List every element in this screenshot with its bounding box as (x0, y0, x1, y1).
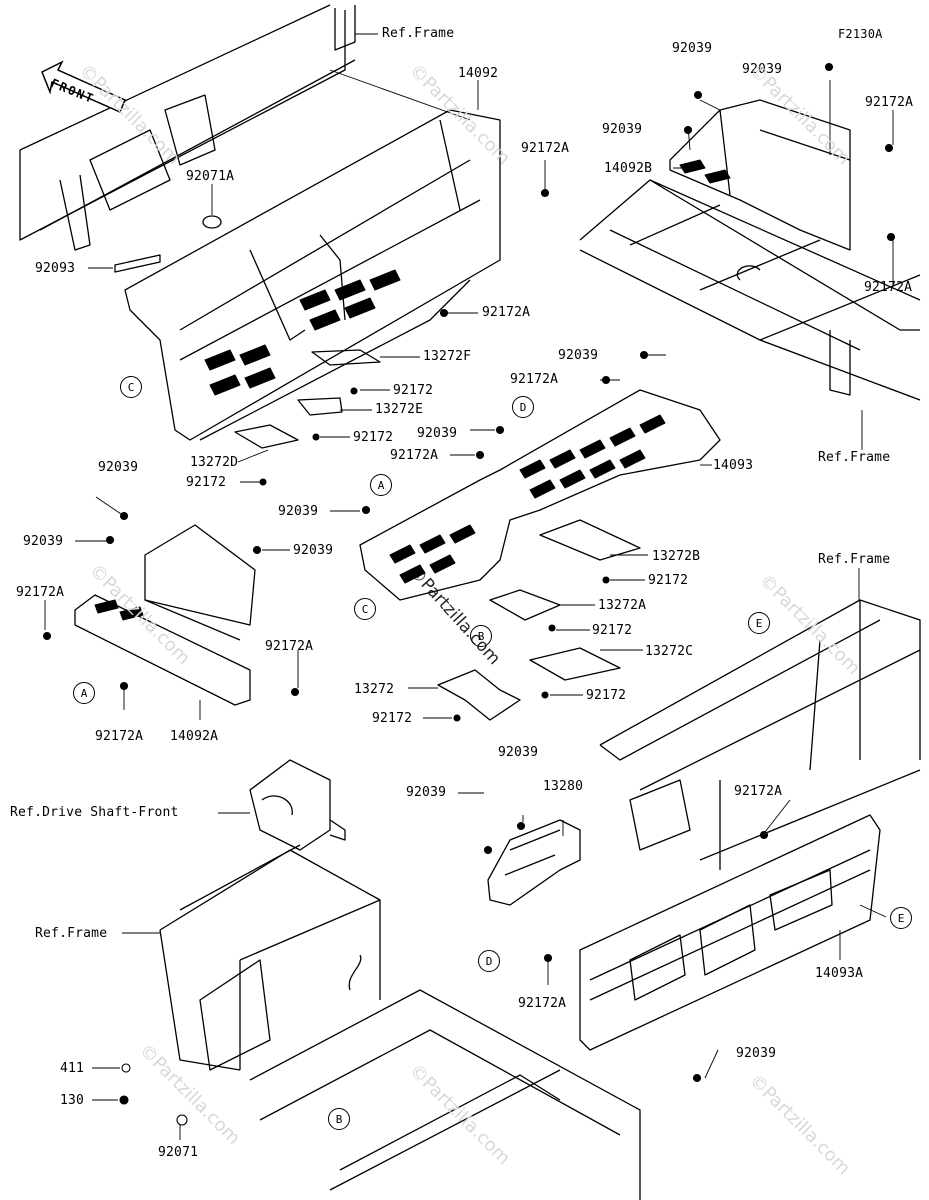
callout-e-rear[interactable]: E (890, 907, 912, 929)
label-92172A-7[interactable]: 92172A (16, 585, 65, 600)
label-92039-left-2[interactable]: 92039 (23, 534, 64, 549)
rear-panel-14093A (579, 814, 881, 1051)
callout-b-center[interactable]: B (470, 625, 492, 647)
label-92172A-10[interactable]: 92172A (734, 784, 783, 799)
label-13272D[interactable]: 13272D (190, 455, 239, 470)
front-floor-panel-14092 (114, 109, 501, 441)
label-92172A-2[interactable]: 92172A (482, 305, 531, 320)
label-92172A-3[interactable]: 92172A (865, 95, 914, 110)
label-92039-center-1[interactable]: 92039 (558, 348, 599, 363)
side-panel-14092A (74, 524, 256, 706)
diagram-id: F2130A (838, 27, 883, 41)
label-ref-frame-lower[interactable]: Ref.Frame (35, 926, 108, 941)
label-13272C[interactable]: 13272C (645, 644, 694, 659)
label-14092A[interactable]: 14092A (170, 729, 219, 744)
label-92172-4[interactable]: 92172 (648, 573, 689, 588)
callout-d-top[interactable]: D (512, 396, 534, 418)
center-floor-mat-14093 (359, 389, 721, 601)
label-92172A-1[interactable]: 92172A (521, 141, 570, 156)
cargo-frame-section (599, 599, 921, 870)
label-13272E[interactable]: 13272E (375, 402, 424, 417)
label-14092[interactable]: 14092 (458, 66, 499, 81)
label-92071A[interactable]: 92071A (186, 169, 235, 184)
label-13280[interactable]: 13280 (543, 779, 584, 794)
callout-d-rear[interactable]: D (478, 950, 500, 972)
label-92172A-11[interactable]: 92172A (518, 996, 567, 1011)
front-frame-section (19, 4, 356, 251)
label-13272B[interactable]: 13272B (652, 549, 701, 564)
label-ref-drive-shaft-front[interactable]: Ref.Drive Shaft-Front (10, 805, 179, 820)
label-92172A-8[interactable]: 92172A (265, 639, 314, 654)
label-92172-6[interactable]: 92172 (586, 688, 627, 703)
label-92172A-4[interactable]: 92172A (864, 280, 913, 295)
label-92039-top-right-1[interactable]: 92039 (672, 41, 713, 56)
label-92039-left-3[interactable]: 92039 (293, 543, 334, 558)
bracket-13280 (487, 819, 581, 906)
label-ref-frame-right[interactable]: Ref.Frame (818, 450, 891, 465)
label-92039-rear-3[interactable]: 92039 (736, 1046, 777, 1061)
callout-b-bottom[interactable]: B (328, 1108, 350, 1130)
label-92172A-9[interactable]: 92172A (95, 729, 144, 744)
differential-drive-shaft-front (249, 759, 346, 851)
leader-lines (44, 33, 894, 1140)
label-13272[interactable]: 13272 (354, 682, 395, 697)
label-92172-2[interactable]: 92172 (353, 430, 394, 445)
callout-a-center[interactable]: A (370, 474, 392, 496)
label-92172A-5[interactable]: 92172A (510, 372, 559, 387)
callout-a-left[interactable]: A (73, 682, 95, 704)
label-14093[interactable]: 14093 (713, 458, 754, 473)
label-92172A-6[interactable]: 92172A (390, 448, 439, 463)
label-13272A[interactable]: 13272A (598, 598, 647, 613)
fasteners (42, 62, 896, 1126)
label-92172-7[interactable]: 92172 (372, 711, 413, 726)
callout-e-cargo[interactable]: E (748, 612, 770, 634)
label-92039-center-3[interactable]: 92039 (278, 504, 319, 519)
callout-c-top[interactable]: C (120, 376, 142, 398)
label-92039-center-2[interactable]: 92039 (417, 426, 458, 441)
label-130[interactable]: 130 (60, 1093, 85, 1108)
lower-frame-section (159, 844, 641, 1200)
label-92039-top-right-3[interactable]: 92039 (602, 122, 643, 137)
label-92039-rear-1[interactable]: 92039 (498, 745, 539, 760)
label-411[interactable]: 411 (60, 1061, 85, 1076)
label-14093A[interactable]: 14093A (815, 966, 864, 981)
front-arrow-icon (41, 60, 126, 113)
label-92039-left-1[interactable]: 92039 (98, 460, 139, 475)
label-92039-rear-2[interactable]: 92039 (406, 785, 447, 800)
label-ref-frame-cargo[interactable]: Ref.Frame (818, 552, 891, 567)
plates-13272-def (234, 349, 381, 449)
label-92172-5[interactable]: 92172 (592, 623, 633, 638)
label-14092B[interactable]: 14092B (604, 161, 653, 176)
label-ref-frame-top[interactable]: Ref.Frame (382, 26, 455, 41)
rear-frame-section (579, 179, 921, 401)
label-92071[interactable]: 92071 (158, 1145, 199, 1160)
label-13272F[interactable]: 13272F (423, 349, 472, 364)
label-92093[interactable]: 92093 (35, 261, 76, 276)
label-92172-3[interactable]: 92172 (186, 475, 227, 490)
label-92172-1[interactable]: 92172 (393, 383, 434, 398)
callout-c-center[interactable]: C (354, 598, 376, 620)
rear-floor-panel-14092B (669, 99, 851, 251)
label-92039-top-right-2[interactable]: 92039 (742, 62, 783, 77)
